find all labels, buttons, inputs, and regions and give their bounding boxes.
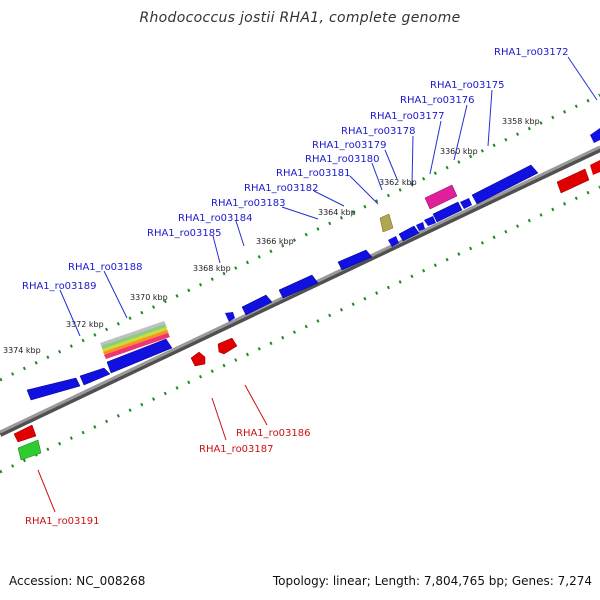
gene-arrow[interactable] [590, 128, 600, 143]
tick-label: 3358 kbp [502, 117, 540, 126]
gene-arrow[interactable] [190, 351, 206, 367]
gene-arrow[interactable] [424, 216, 436, 226]
gene-arrow[interactable] [556, 168, 590, 194]
gene-arrow[interactable] [217, 337, 238, 355]
tick-labels: 3358 kbp 3360 kbp 3362 kbp 3364 kbp 3366… [3, 117, 540, 355]
gene-label-ro03187[interactable]: RHA1_ro03187 [199, 444, 274, 455]
feature-bar [100, 321, 166, 347]
gene-label-ro03189[interactable]: RHA1_ro03189 [22, 281, 97, 292]
gene-label-ro03181[interactable]: RHA1_ro03181 [276, 168, 351, 179]
gene-arrow[interactable] [79, 367, 111, 386]
upper-scale-line [0, 93, 600, 382]
gene-arrow[interactable] [388, 236, 399, 247]
gene-arrow[interactable] [278, 274, 319, 299]
gene-arrow-magenta[interactable] [424, 184, 458, 210]
gene-arrow[interactable] [416, 222, 425, 231]
genome-title: Rhodococcus jostii RHA1, complete genome [139, 10, 461, 26]
feature-bar [101, 324, 167, 350]
reverse-leader-lines [37, 384, 268, 513]
gene-arrow-green[interactable] [17, 439, 42, 461]
tick-label: 3362 kbp [379, 178, 417, 187]
gene-label-ro03182[interactable]: RHA1_ro03182 [244, 183, 319, 194]
forward-gene-labels: RHA1_ro03172 RHA1_ro03175 RHA1_ro03176 R… [22, 47, 569, 292]
gene-label-ro03185[interactable]: RHA1_ro03185 [147, 228, 222, 239]
gene-label-ro03177[interactable]: RHA1_ro03177 [370, 111, 445, 122]
gene-arrow-olive[interactable] [379, 213, 394, 233]
gene-label-ro03172[interactable]: RHA1_ro03172 [494, 47, 569, 58]
gene-arrow[interactable] [26, 377, 81, 401]
gene-label-ro03179[interactable]: RHA1_ro03179 [312, 140, 387, 151]
gene-arrow[interactable] [590, 160, 600, 175]
forward-genes [26, 128, 600, 401]
feature-stack[interactable] [100, 321, 170, 359]
gene-label-ro03183[interactable]: RHA1_ro03183 [211, 198, 286, 209]
gene-arrow[interactable] [432, 201, 463, 223]
gene-label-ro03178[interactable]: RHA1_ro03178 [341, 126, 416, 137]
feature-bar [103, 330, 169, 356]
gene-label-ro03176[interactable]: RHA1_ro03176 [400, 95, 475, 106]
feature-bar [104, 333, 170, 359]
tick-label: 3360 kbp [440, 147, 478, 156]
gene-arrow[interactable] [225, 312, 235, 322]
gene-arrow[interactable] [460, 198, 472, 209]
feature-bar [102, 327, 168, 353]
tick-label: 3372 kbp [66, 320, 104, 329]
tick-label: 3370 kbp [130, 293, 168, 302]
gene-label-ro03184[interactable]: RHA1_ro03184 [178, 213, 253, 224]
tick-label: 3366 kbp [256, 237, 294, 246]
gene-arrow[interactable] [106, 338, 173, 374]
gene-arrow[interactable] [398, 225, 420, 242]
gene-arrow[interactable] [337, 249, 373, 271]
forward-leader-lines [59, 56, 598, 337]
accession-text: Accession: NC_008268 [9, 574, 146, 588]
gene-label-ro03186[interactable]: RHA1_ro03186 [236, 428, 311, 439]
gene-label-ro03175[interactable]: RHA1_ro03175 [430, 80, 505, 91]
genome-stats-text: Topology: linear; Length: 7,804,765 bp; … [272, 574, 592, 588]
tick-label: 3364 kbp [318, 208, 356, 217]
gene-label-ro03180[interactable]: RHA1_ro03180 [305, 154, 380, 165]
gene-arrow[interactable] [471, 164, 539, 205]
gene-label-ro03191[interactable]: RHA1_ro03191 [25, 516, 100, 527]
gene-label-ro03188[interactable]: RHA1_ro03188 [68, 262, 143, 273]
tick-label: 3374 kbp [3, 346, 41, 355]
tick-label: 3368 kbp [193, 264, 231, 273]
gene-arrow[interactable] [241, 294, 273, 316]
reverse-genes [13, 160, 600, 443]
reverse-gene-labels: RHA1_ro03186 RHA1_ro03187 RHA1_ro03191 [25, 428, 311, 527]
gene-arrow[interactable] [13, 424, 37, 443]
